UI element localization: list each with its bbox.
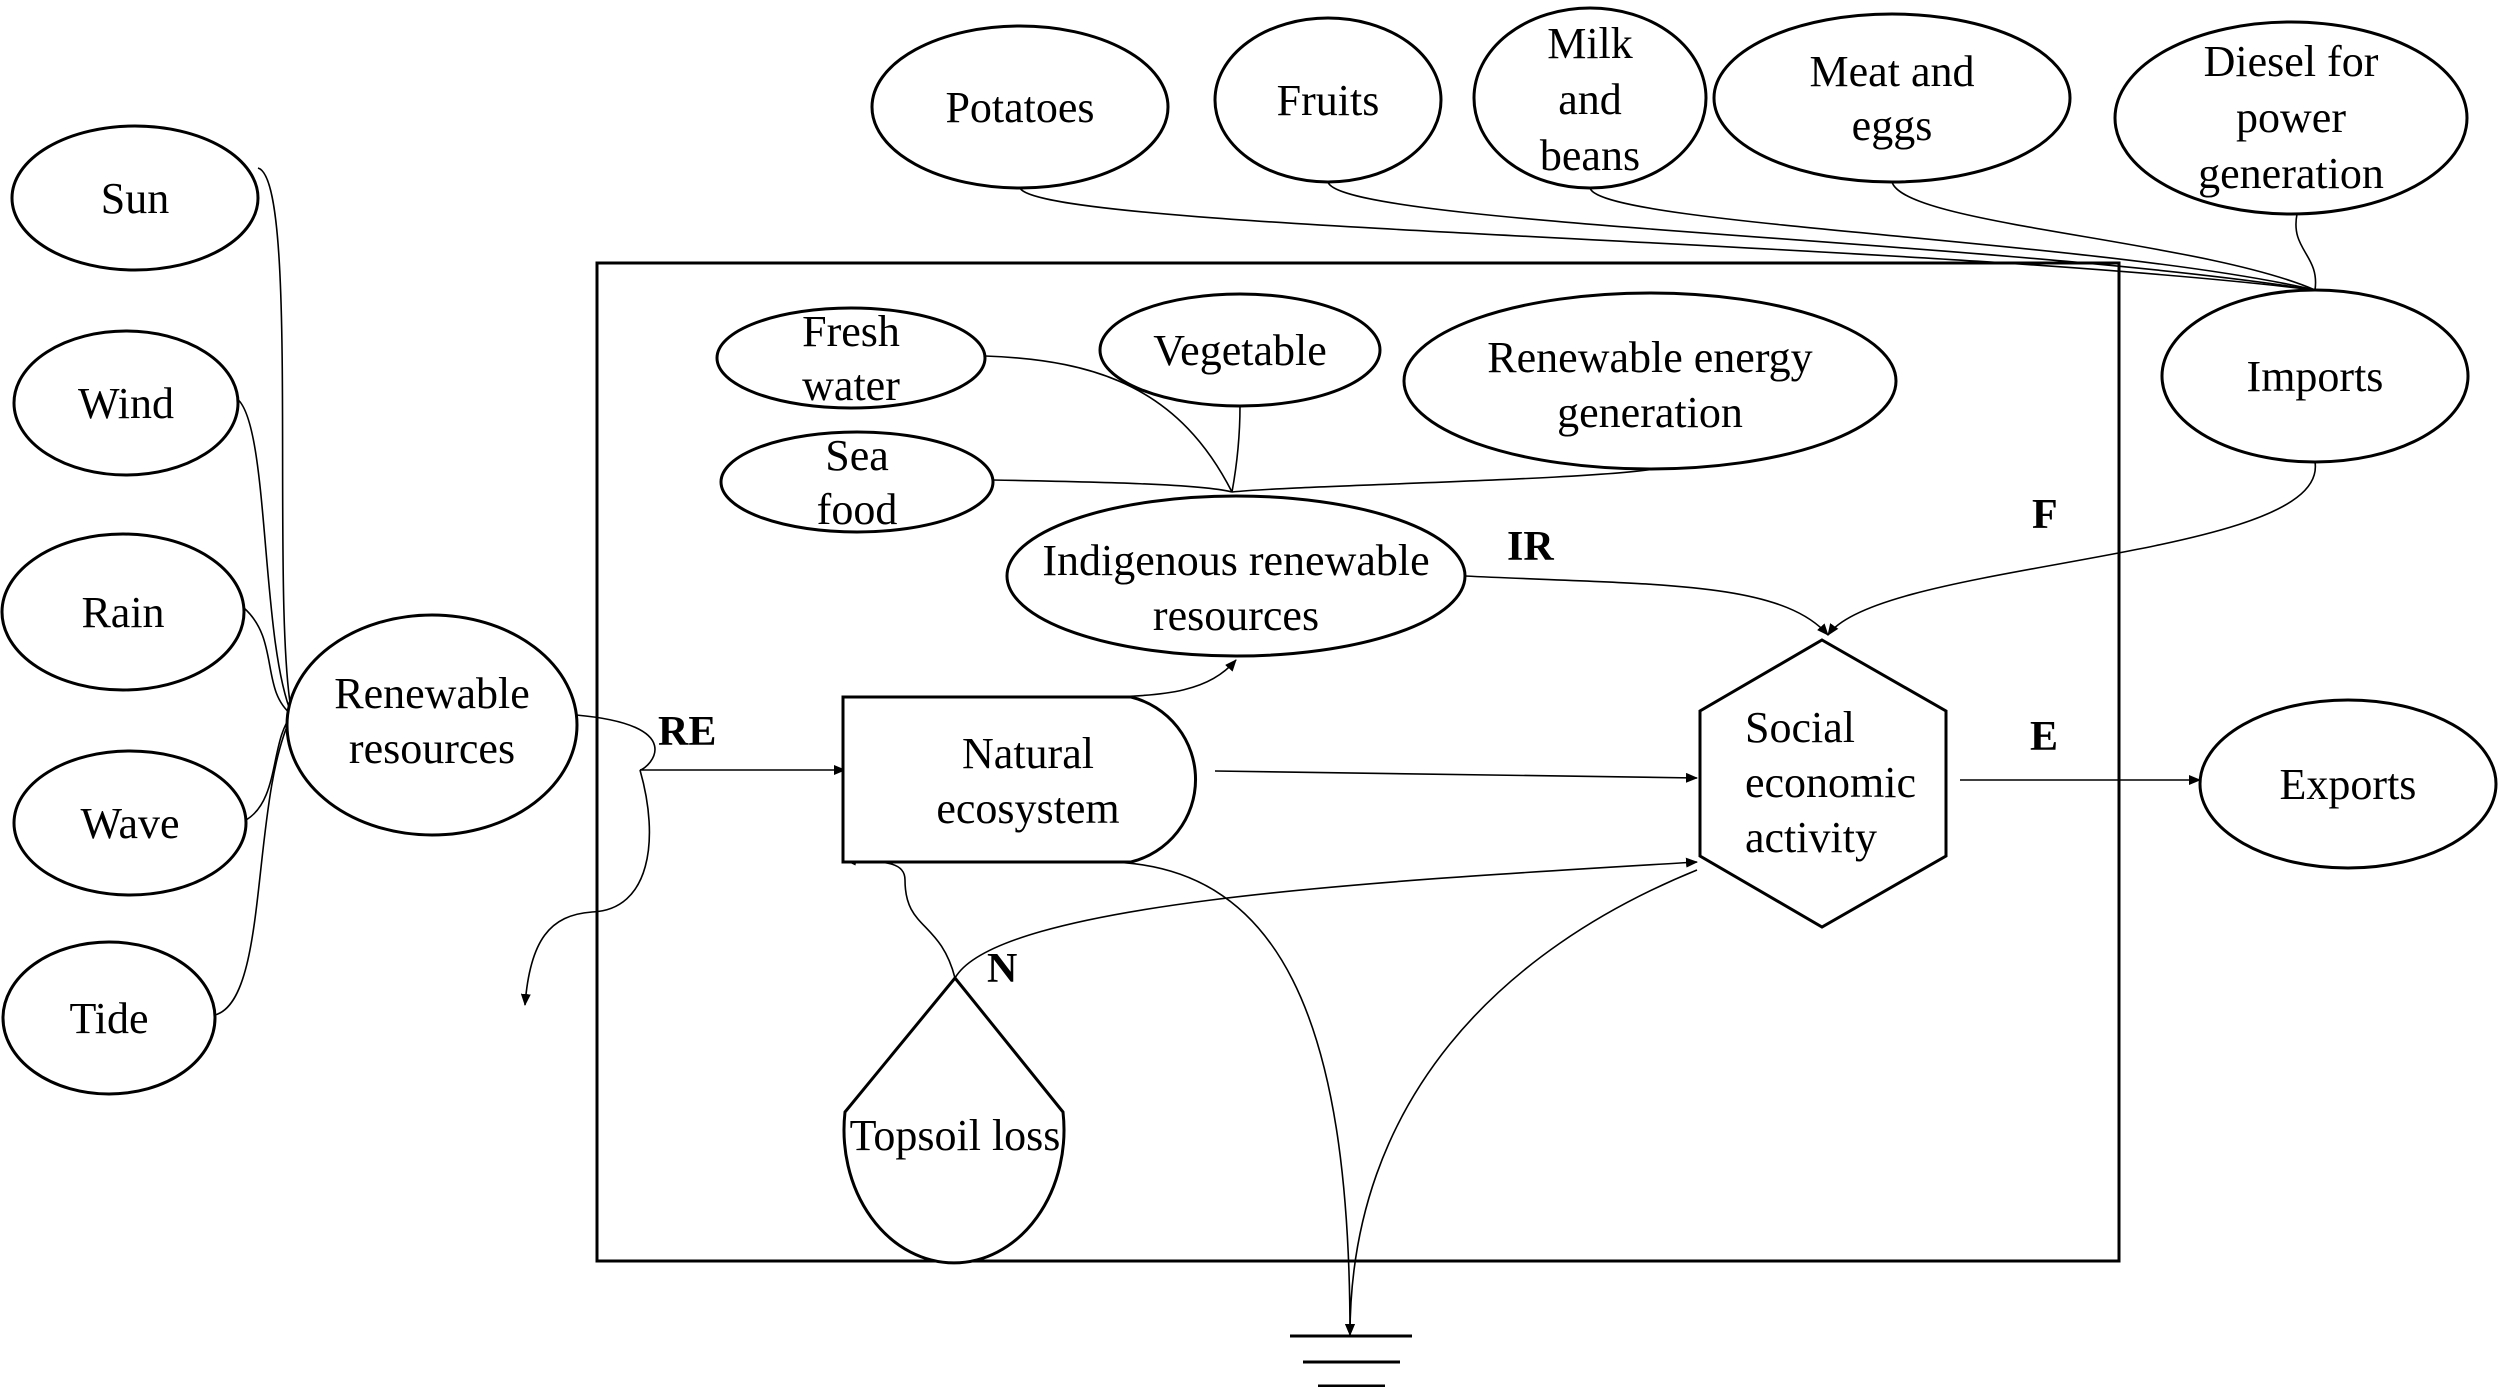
source-wave-label: Wave: [80, 799, 179, 848]
imports-label: Imports: [2247, 352, 2384, 401]
import-milk-beans-label-2: and: [1558, 75, 1622, 124]
fresh-water-label-2: water: [802, 361, 900, 410]
topsoil-loss-label: Topsoil loss: [850, 1111, 1061, 1160]
social-economic-activity-label-1: Social: [1745, 703, 1855, 752]
import-diesel-label-1: Diesel for: [2204, 37, 2379, 86]
source-wave: Wave: [12, 749, 248, 897]
import-potatoes: Potatoes: [870, 24, 1170, 190]
n-flow-social-arrow: [954, 857, 1698, 979]
source-sun: Sun: [10, 124, 260, 272]
natural-ecosystem-label-2: ecosystem: [936, 784, 1119, 833]
source-wind-label: Wind: [78, 379, 174, 428]
social-economic-activity-label-2: economic: [1745, 758, 1916, 807]
renewable-resources-label-2: resources: [349, 724, 515, 773]
import-diesel-label-2: power: [2236, 93, 2346, 142]
flow-label-f: F: [2032, 492, 2058, 538]
renewable-energy-generation-node: Renewable energy generation: [1402, 291, 1898, 471]
renewable-resources-label-1: Renewable: [334, 669, 529, 718]
natural-ecosystem-node: Natural ecosystem: [841, 695, 1198, 864]
renewable-energy-generation-label-1: Renewable energy: [1487, 333, 1812, 382]
heat-sink-icon: [1290, 1334, 1412, 1387]
social-heat-arrow: [1345, 869, 1698, 1336]
ecosystem-heat-arrow: [1099, 861, 1355, 1336]
source-tide: Tide: [1, 940, 217, 1096]
topsoil-loss-node: Topsoil loss: [842, 975, 1066, 1265]
ecosystem-to-indigenous-arrow: [1094, 659, 1237, 698]
indigenous-renewable-resources-label-1: Indigenous renewable: [1042, 536, 1429, 585]
renewable-resources-node: Renewable resources: [285, 613, 579, 837]
system-boundary: [595, 261, 2121, 1263]
fresh-water-label-1: Fresh: [802, 307, 900, 356]
natural-ecosystem-label-1: Natural: [962, 729, 1094, 778]
ecosystem-to-social-arrow: [1214, 770, 1698, 783]
f-flow-arrow: [1827, 461, 2316, 636]
import-meat-eggs: Meat and eggs: [1712, 12, 2072, 184]
fresh-water-node: Fresh water: [715, 306, 987, 410]
import-meat-eggs-label-1: Meat and: [1810, 47, 1975, 96]
imports-node: Imports: [2160, 288, 2470, 464]
re-flow-arrow: [575, 714, 846, 775]
source-wind: Wind: [12, 329, 240, 477]
import-diesel: Diesel for power generation: [2113, 20, 2469, 216]
exports-node: Exports: [2198, 698, 2498, 870]
exports-label: Exports: [2280, 760, 2417, 809]
import-milk-beans: Milk and beans: [1472, 6, 1708, 190]
import-fruits: Fruits: [1213, 16, 1443, 184]
flow-label-ir: IR: [1507, 524, 1554, 570]
vegetable-label: Vegetable: [1153, 326, 1326, 375]
source-rain: Rain: [0, 532, 246, 692]
flow-label-e: E: [2030, 714, 2058, 760]
indigenous-renewable-resources-label-2: resources: [1153, 591, 1319, 640]
import-connectors: [1019, 181, 2317, 291]
import-potatoes-label: Potatoes: [945, 83, 1094, 132]
sea-food-label-1: Sea: [825, 431, 889, 480]
sea-food-node: Sea food: [719, 430, 995, 534]
source-sun-label: Sun: [101, 174, 169, 223]
source-tide-label: Tide: [69, 994, 148, 1043]
flow-label-re: RE: [658, 709, 716, 755]
vegetable-node: Vegetable: [1098, 292, 1382, 408]
renewable-loss-arrow: [520, 769, 651, 1006]
n-flow-ecosystem-arrow: [844, 855, 956, 979]
renewable-energy-generation-label-2: generation: [1557, 388, 1743, 437]
social-economic-activity-node: Social economic activity: [1698, 638, 1948, 929]
source-rain-label: Rain: [81, 588, 164, 637]
import-milk-beans-label-3: beans: [1540, 131, 1640, 180]
social-economic-activity-label-3: activity: [1745, 813, 1877, 862]
flow-label-n: N: [987, 946, 1017, 992]
import-fruits-label: Fruits: [1277, 76, 1380, 125]
sea-food-label-2: food: [817, 485, 898, 534]
import-diesel-label-3: generation: [2198, 149, 2384, 198]
import-milk-beans-label-1: Milk: [1547, 19, 1633, 68]
import-meat-eggs-label-2: eggs: [1852, 101, 1933, 150]
ir-flow-arrow: [1464, 575, 1829, 636]
indigenous-renewable-resources-node: Indigenous renewable resources: [1005, 494, 1467, 658]
